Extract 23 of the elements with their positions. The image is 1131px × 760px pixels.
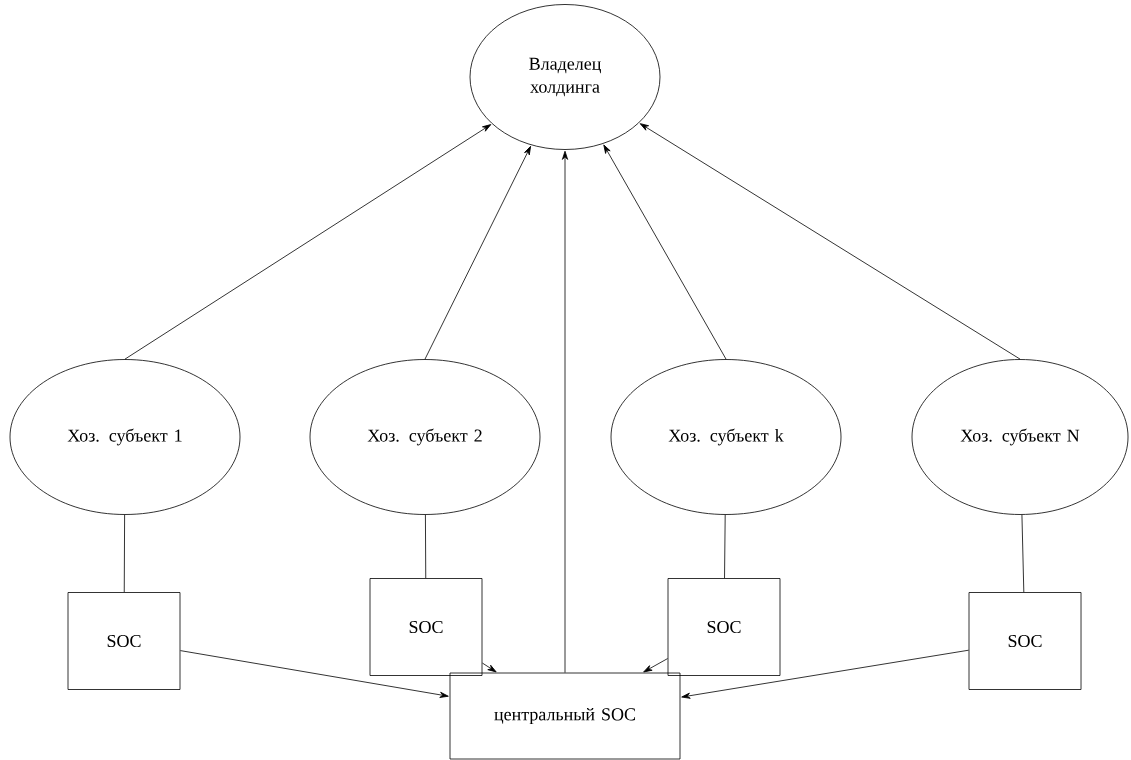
connector-line (724, 514, 726, 579)
connector-line (425, 514, 427, 579)
arrow (180, 650, 449, 698)
arrow (482, 662, 497, 673)
ellipse-node: Хоз. субъект 1 (9, 359, 241, 515)
connector-line (1021, 514, 1025, 593)
arrow (562, 150, 569, 673)
process-box: SOC (369, 578, 483, 676)
process-box: центральный SOC (449, 672, 681, 760)
arrow (124, 124, 492, 360)
arrow (639, 123, 1021, 360)
connector-line (123, 514, 126, 593)
arrow (603, 144, 727, 360)
process-box: SOC (67, 592, 181, 690)
arrow (681, 649, 969, 699)
ellipse-node: Хоз. субъект k (610, 359, 842, 515)
process-box: SOC (667, 578, 781, 676)
process-box: SOC (968, 592, 1082, 690)
arrow (424, 145, 531, 360)
ellipse-node: Владелец холдинга (469, 4, 661, 150)
ellipse-node: Хоз. субъект N (911, 359, 1129, 515)
ellipse-node: Хоз. субъект 2 (309, 359, 541, 515)
arrow (643, 658, 668, 673)
